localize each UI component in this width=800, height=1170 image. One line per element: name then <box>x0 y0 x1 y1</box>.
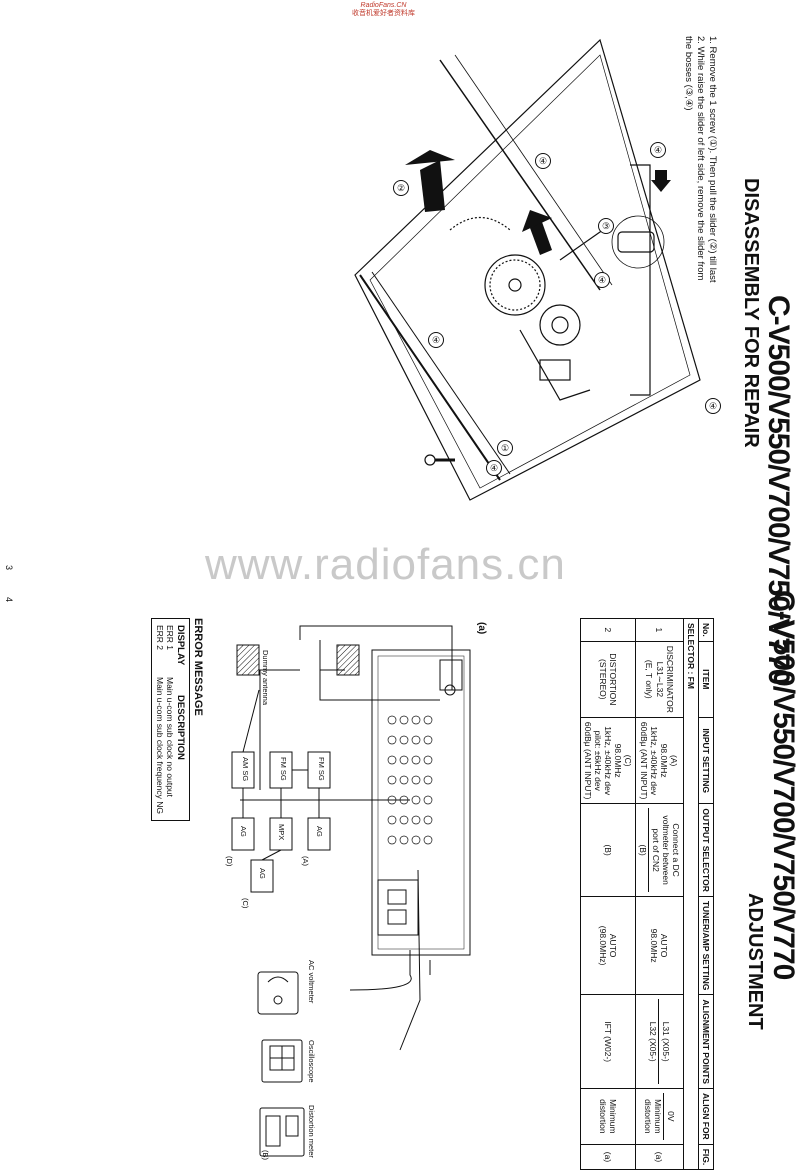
watermark: www.radiofans.cn <box>205 540 566 589</box>
label-ag-a: AG <box>315 826 324 837</box>
callout-4e: ④ <box>486 460 502 476</box>
site-name: RadioFans.CN <box>360 2 407 9</box>
marker-c: (C) <box>241 898 250 909</box>
error-description: Main u-com sub clock frequency NG <box>155 677 165 814</box>
callout-4c: ④ <box>594 272 610 288</box>
error-header-row: DISPLAY DESCRIPTION <box>175 625 186 814</box>
label-fm-sg-1: FM SG <box>317 757 326 781</box>
distortion-meter-body <box>259 1107 305 1157</box>
error-table: DISPLAY DESCRIPTION ERR 1 Main u-com sub… <box>151 618 190 821</box>
callout-4f: ④ <box>705 398 721 414</box>
callout-4b: ④ <box>535 153 551 169</box>
callout-3: ③ <box>598 218 614 234</box>
marker-a: (A) <box>301 856 310 866</box>
label-oscilloscope: Oscilloscope <box>307 1040 316 1083</box>
callout-4a: ④ <box>650 142 666 158</box>
receiver-rear-panel <box>371 649 471 956</box>
label-ag-d: AG <box>239 826 248 837</box>
pull-arrow-1 <box>420 160 445 212</box>
error-description: Main u-com sub clock no output <box>165 677 175 798</box>
label-am-sg: AM SG <box>241 757 250 782</box>
callout-4d: ④ <box>428 332 444 348</box>
label-distortion-meter: Distortion meter <box>307 1105 316 1158</box>
ac-voltmeter-body <box>257 971 299 1015</box>
label-ac-voltmeter: AC voltmeter <box>307 960 316 1004</box>
error-title: ERROR MESSAGE <box>192 618 204 716</box>
site-subtitle: 收音机爱好者资料库 <box>352 10 415 17</box>
label-mpx: MPX <box>277 824 286 841</box>
page-number-right: 4 <box>4 597 14 603</box>
label-dummy-antenna: Dummy antenna <box>261 650 270 706</box>
error-row: ERR 1 Main u-com sub clock no output <box>165 625 175 814</box>
dummy-antenna-box-1 <box>336 644 360 676</box>
site-header: RadioFans.CN 收音机爱好者资料库 <box>352 2 415 18</box>
pull-arrow-head-1 <box>405 150 455 165</box>
callout-1: ① <box>497 440 513 456</box>
callout-2: ② <box>393 180 409 196</box>
marker-d: (D) <box>225 856 234 867</box>
error-row: ERR 2 Main u-com sub clock frequency NG <box>155 625 165 814</box>
error-message-block: ERROR MESSAGE DISPLAY DESCRIPTION ERR 1 … <box>151 618 204 821</box>
label-ag-c: AG <box>258 868 267 879</box>
error-col-description: DESCRIPTION <box>175 695 186 760</box>
label-fm-sg-2: FM SG <box>279 757 288 781</box>
oscilloscope-body <box>261 1039 303 1083</box>
error-display: ERR 2 <box>155 625 165 651</box>
marker-b: (B) <box>261 1150 270 1160</box>
error-col-display: DISPLAY <box>175 625 186 666</box>
dummy-antenna-box-2 <box>236 644 260 676</box>
error-display: ERR 1 <box>165 625 175 651</box>
